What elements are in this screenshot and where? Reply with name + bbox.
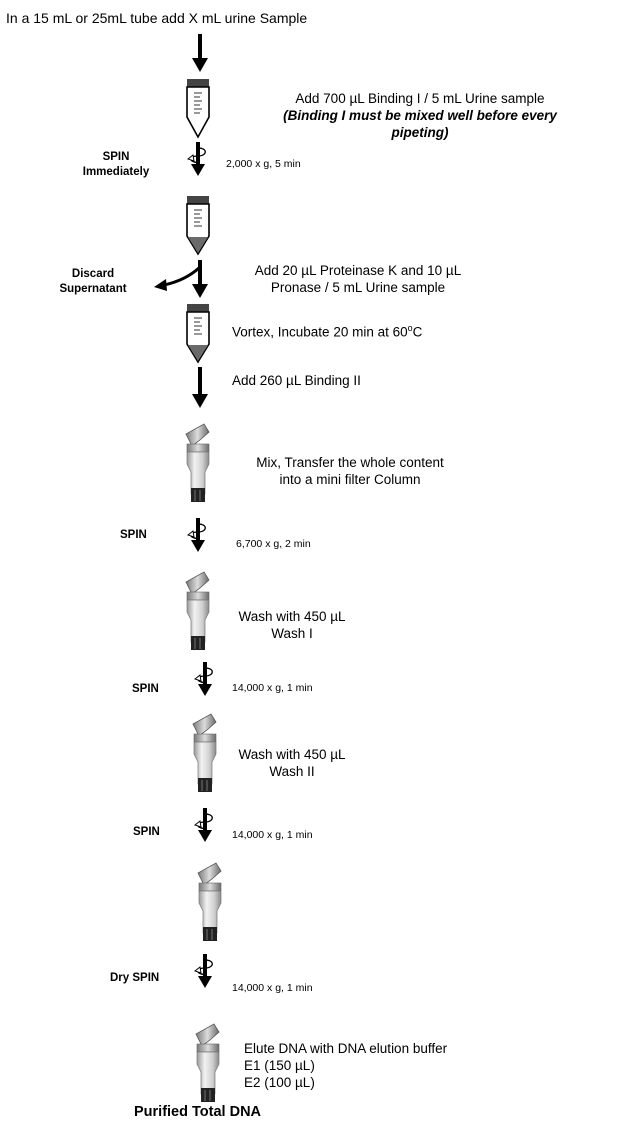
spin-condition: 6,700 x g, 2 min <box>236 538 311 550</box>
spin-condition: 14,000 x g, 1 min <box>232 682 313 694</box>
spin-column-icon <box>192 713 217 793</box>
spin-label: Dry SPIN <box>110 972 160 984</box>
spin-column-icon <box>197 862 222 942</box>
falcon-tube-pellet-icon <box>186 195 210 255</box>
discard-label: Discard Supernatant <box>36 267 150 297</box>
spin-label: SPIN <box>133 826 160 838</box>
spin-condition: 2,000 x g, 5 min <box>226 158 301 170</box>
discard-label-line: Supernatant <box>59 283 127 295</box>
step-line: Pronase / 5 mL Urine sample <box>270 280 446 295</box>
spin-icon <box>186 140 208 178</box>
final-product: Purified Total DNA <box>134 1104 262 1120</box>
step-line: Mix, Transfer the whole content <box>256 455 444 470</box>
step-line: Add 20 µL Proteinase K and 10 µL <box>254 263 462 278</box>
elution-1: E1 (150 µL) <box>244 1058 315 1073</box>
spin-column-icon <box>185 571 210 651</box>
step-warning: (Binding I must be mixed well before eve… <box>283 108 557 123</box>
step-warning: pipeting) <box>391 125 449 140</box>
step-wash-i: Wash with 450 µL Wash I <box>232 608 352 642</box>
falcon-tube-pellet-icon <box>186 303 210 363</box>
elution-2: E2 (100 µL) <box>244 1075 315 1090</box>
spin-icon <box>193 806 215 844</box>
temperature-unit: C <box>412 324 423 340</box>
step-add-binding-ii: Add 260 µL Binding II <box>232 373 361 388</box>
degree-sign: o <box>407 323 413 333</box>
step-transfer-column: Mix, Transfer the whole content into a m… <box>230 454 470 488</box>
spin-condition: 14,000 x g, 1 min <box>232 829 313 841</box>
falcon-tube-icon <box>186 78 210 138</box>
step-incubate: Vortex, Incubate 20 min at 60oC <box>232 320 422 341</box>
step-line: Wash II <box>269 764 315 779</box>
spin-icon <box>193 660 215 698</box>
step-add-proteinase: Add 20 µL Proteinase K and 10 µL Pronase… <box>228 262 488 296</box>
step-line: Wash I <box>271 626 313 641</box>
step-line: Wash with 450 µL <box>238 609 346 624</box>
step-line: Add 700 µL Binding I / 5 mL Urine sample <box>295 91 545 106</box>
spin-label-line: Immediately <box>82 166 150 178</box>
step-line: Wash with 450 µL <box>238 747 346 762</box>
step-text: Vortex, Incubate 20 min at 60 <box>232 324 408 340</box>
start-instruction: In a 15 mL or 25mL tube add X mL urine S… <box>6 10 308 26</box>
spin-column-icon <box>195 1023 220 1103</box>
spin-label: SPIN <box>120 529 147 541</box>
spin-icon <box>186 516 208 554</box>
step-line: into a mini filter Column <box>279 472 421 487</box>
step-elute: Elute DNA with DNA elution buffer E1 (15… <box>244 1040 447 1091</box>
spin-label: SPIN Immediately <box>58 150 174 180</box>
spin-label: SPIN <box>132 683 159 695</box>
spin-condition: 14,000 x g, 1 min <box>232 982 313 994</box>
spin-column-icon <box>185 423 210 503</box>
discard-label-line: Discard <box>71 268 115 280</box>
step-wash-ii: Wash with 450 µL Wash II <box>232 746 352 780</box>
step-line: Elute DNA with DNA elution buffer <box>244 1041 448 1056</box>
step-add-binding-i: Add 700 µL Binding I / 5 mL Urine sample… <box>225 90 615 141</box>
spin-label-line: SPIN <box>102 151 130 163</box>
spin-icon <box>193 952 215 990</box>
